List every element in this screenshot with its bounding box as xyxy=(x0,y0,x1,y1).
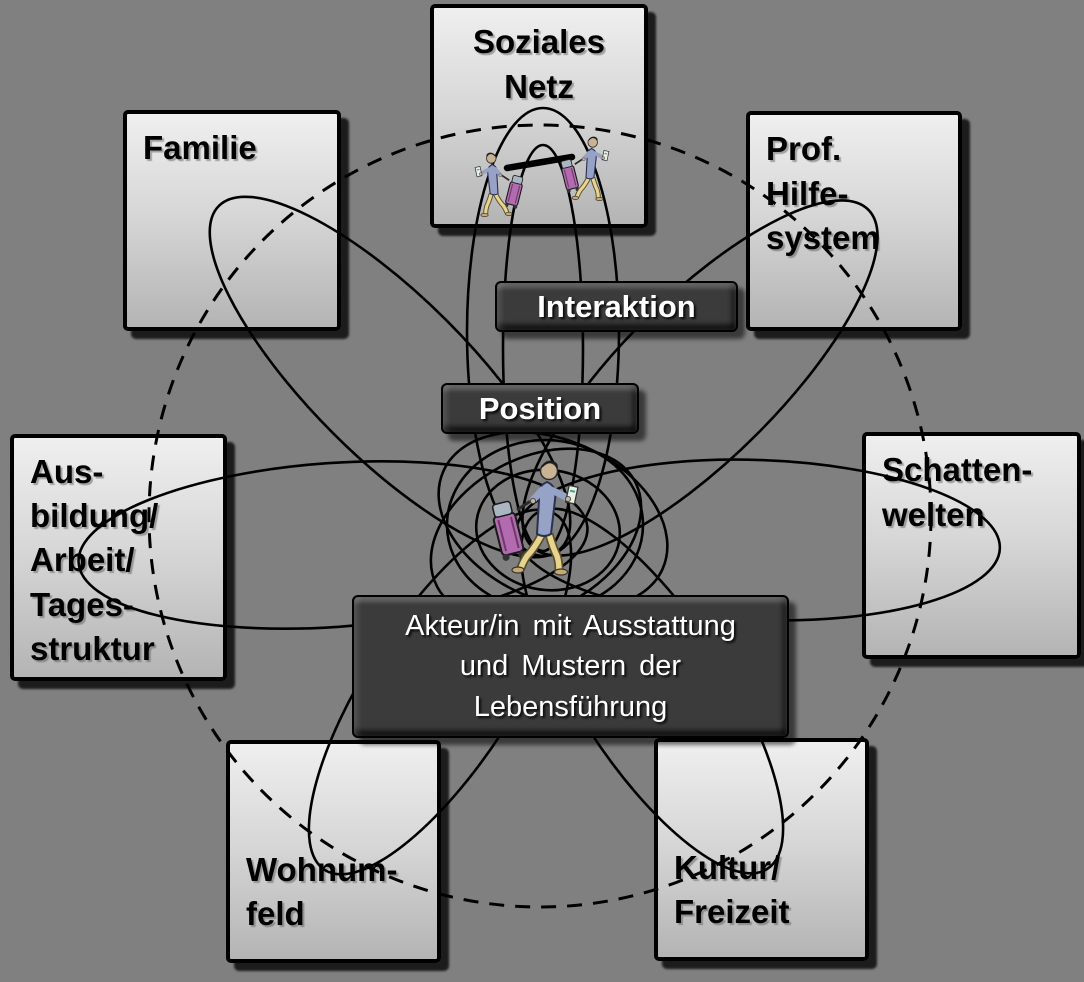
pill-label: Position xyxy=(478,390,602,426)
box-label: welten xyxy=(882,495,985,533)
box-label: Prof. xyxy=(766,130,842,167)
pill-akteur: Akteur/in mit Ausstattung und Mustern de… xyxy=(352,595,789,738)
box-kultur-freizeit: Kultur/ Freizeit xyxy=(654,738,869,961)
box-label: Hilfe- xyxy=(766,174,849,212)
box-label: bildung/ xyxy=(30,497,159,535)
pill-position: Position xyxy=(441,383,639,434)
pill-label: und Mustern der xyxy=(459,650,682,683)
box-label: Netz xyxy=(504,67,574,105)
pill-label: Lebensführung xyxy=(473,690,668,723)
box-label: Tages- xyxy=(30,585,134,623)
box-wohnumfeld: Wohnum- feld xyxy=(226,740,441,963)
box-label: Arbeit/ xyxy=(30,541,135,579)
box-label: Aus- xyxy=(30,453,104,490)
box-label: Freizeit xyxy=(674,893,790,931)
center-scribble-ellipse xyxy=(474,468,622,592)
box-label: struktur xyxy=(30,629,155,667)
box-label: Wohnum- xyxy=(246,850,398,888)
box-prof-hilfesystem: Prof. Hilfe- system xyxy=(746,111,962,331)
box-label: Familie xyxy=(143,129,257,166)
box-familie: Familie xyxy=(123,110,341,331)
box-ausbildung-arbeit-tagesstruktur: Aus- bildung/ Arbeit/ Tages- struktur xyxy=(10,434,227,681)
pill-interaktion: Interaktion xyxy=(495,281,738,332)
box-label: system xyxy=(766,219,880,257)
box-schattenwelten: Schatten- welten xyxy=(862,432,1081,659)
pill-label: Akteur/in mit Ausstattung xyxy=(405,609,736,642)
box-label: Soziales xyxy=(472,23,606,60)
traveler-icon-center xyxy=(490,461,578,575)
box-label: Schatten- xyxy=(882,451,1033,488)
pill-label: Interaktion xyxy=(537,288,696,324)
center-scribble-ellipse xyxy=(445,438,645,612)
box-label: Kultur/ xyxy=(674,848,781,886)
box-soziales-netz: Soziales Netz xyxy=(430,4,648,228)
box-label: feld xyxy=(246,895,305,933)
